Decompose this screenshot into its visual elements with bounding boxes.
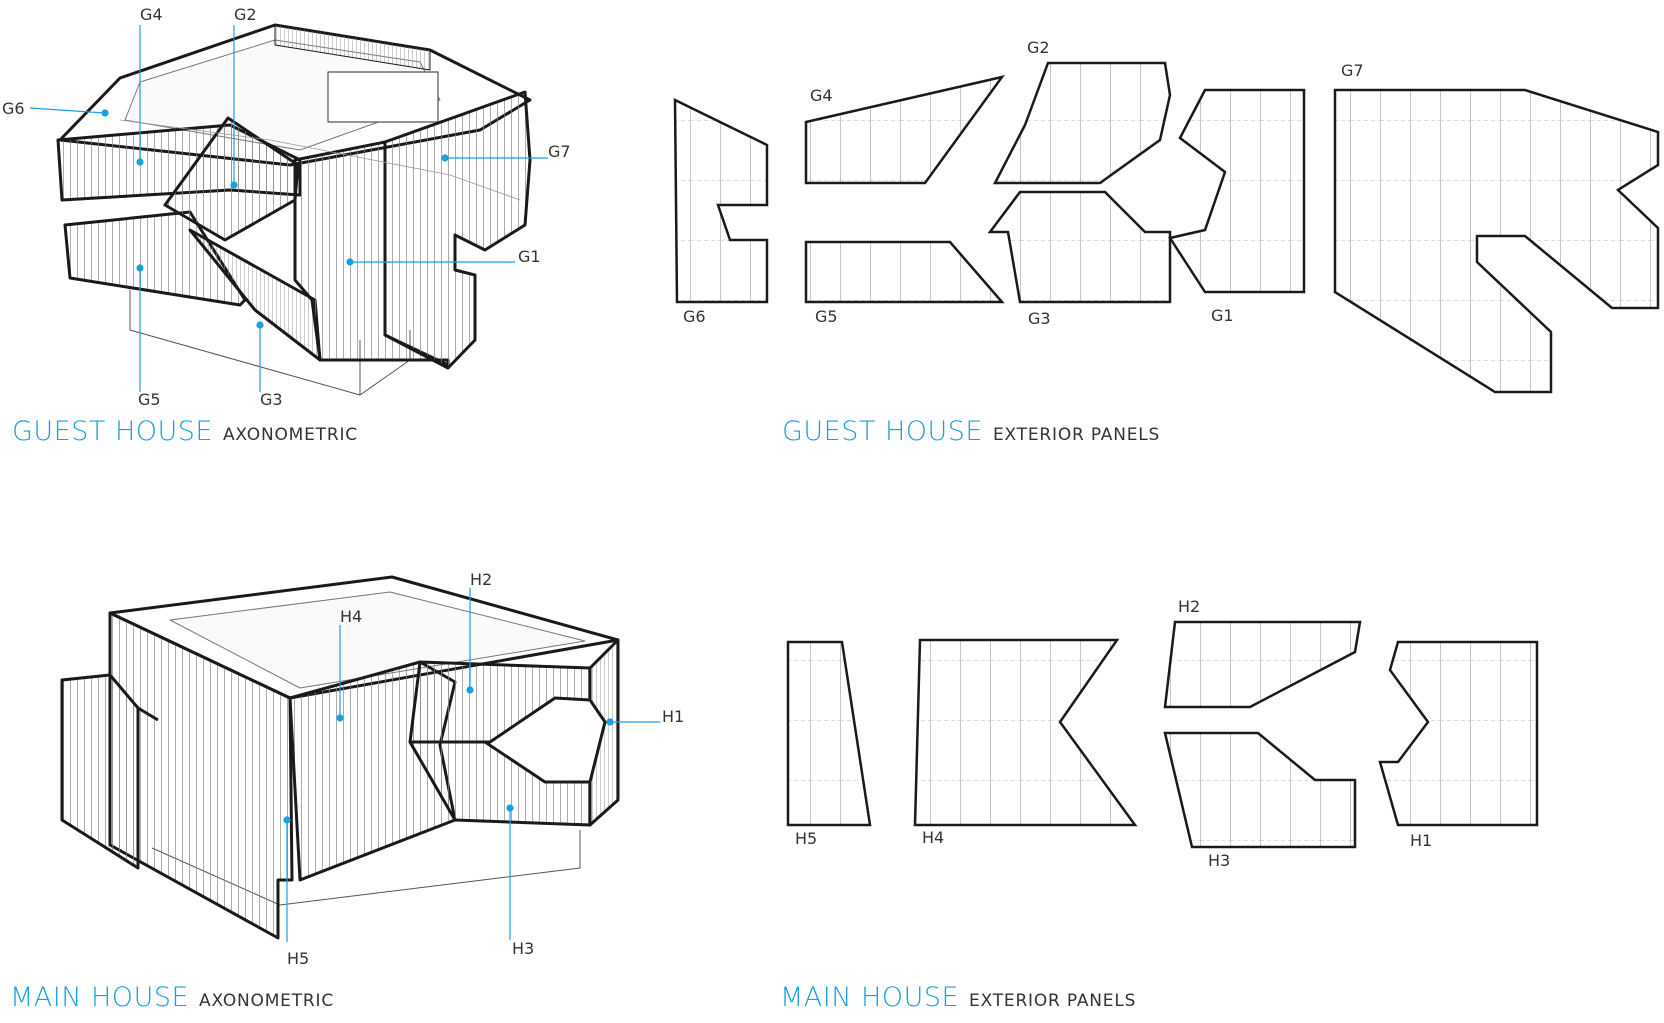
- panel-g7: [1333, 88, 1660, 394]
- label-h2-panel: H2: [1178, 597, 1200, 616]
- panel-g6: [673, 97, 769, 304]
- label-g5-panel: G5: [815, 307, 838, 326]
- guest-house-axonometric: [56, 23, 532, 396]
- label-g1-panel: G1: [1211, 306, 1234, 325]
- guest-roof-skylight: [327, 71, 439, 123]
- label-g2-panel: G2: [1027, 38, 1050, 57]
- label-h3-panel: H3: [1208, 851, 1230, 870]
- main-panel-h1: [588, 638, 620, 827]
- title-sub: AXONOMETRIC: [222, 425, 358, 445]
- guest-panel-g2: [163, 116, 300, 242]
- panel-g5: [804, 240, 1005, 304]
- panel-h2: [1163, 620, 1362, 709]
- panel-h3: [1163, 731, 1357, 849]
- main-left-wing: [60, 673, 140, 870]
- panel-h5: [786, 640, 872, 827]
- label-g3-panel: G3: [1028, 309, 1051, 328]
- title-main: MAIN HOUSE: [780, 982, 960, 1013]
- guest-house-panels: [673, 61, 1660, 394]
- label-h5-axo: H5: [287, 949, 309, 968]
- label-g6-panel: G6: [683, 307, 706, 326]
- main-house-panels: [786, 620, 1539, 849]
- label-h1-axo: H1: [662, 707, 684, 726]
- main-axo-leaders: [283, 588, 660, 942]
- label-g7-panel: G7: [1341, 61, 1364, 80]
- label-h4-axo: H4: [340, 607, 362, 626]
- panel-g1: [1167, 88, 1306, 294]
- title-sub: AXONOMETRIC: [199, 991, 334, 1011]
- main-roof-inner: [169, 591, 586, 689]
- label-g4-axo: G4: [140, 5, 163, 24]
- title-main: GUEST HOUSE: [782, 416, 983, 447]
- panel-h4: [913, 638, 1138, 827]
- title-sub: EXTERIOR PANELS: [969, 991, 1137, 1011]
- main-panel-h2: [408, 660, 592, 744]
- guest-house-panels-title: GUEST HOUSE EXTERIOR PANELS: [782, 416, 1160, 447]
- label-h3-axo: H3: [512, 939, 534, 958]
- label-h2-axo: H2: [470, 570, 492, 589]
- label-g7-axo: G7: [548, 142, 571, 161]
- label-g1-axo: G1: [518, 247, 541, 266]
- guest-hidden-lines: [119, 119, 521, 201]
- label-g6-axo: G6: [2, 99, 25, 118]
- title-sub: EXTERIOR PANELS: [992, 425, 1161, 445]
- main-house-axonometric-title: MAIN HOUSE AXONOMETRIC: [10, 982, 334, 1013]
- label-g2-axo: G2: [234, 5, 257, 24]
- title-main: GUEST HOUSE: [12, 416, 213, 447]
- label-g4-panel: G4: [810, 86, 833, 105]
- label-g5-axo: G5: [138, 390, 161, 409]
- panel-g3: [987, 190, 1172, 304]
- main-house-axonometric: [60, 575, 620, 940]
- label-h5-panel: H5: [795, 829, 817, 848]
- guest-axo-leaders: [29, 25, 548, 392]
- label-h4-panel: H4: [922, 828, 944, 847]
- panel-g4: [804, 75, 1005, 185]
- title-main: MAIN HOUSE: [10, 982, 190, 1013]
- guest-parapet: [274, 24, 431, 71]
- panel-g2: [992, 61, 1172, 185]
- main-left-wing-edge: [137, 706, 159, 722]
- panel-h1: [1378, 640, 1539, 827]
- main-house-panels-title: MAIN HOUSE EXTERIOR PANELS: [780, 982, 1136, 1013]
- guest-panel-g7: [383, 90, 532, 370]
- label-g3-axo: G3: [260, 390, 283, 409]
- guest-house-axonometric-title: GUEST HOUSE AXONOMETRIC: [12, 416, 358, 447]
- label-h1-panel: H1: [1410, 831, 1432, 850]
